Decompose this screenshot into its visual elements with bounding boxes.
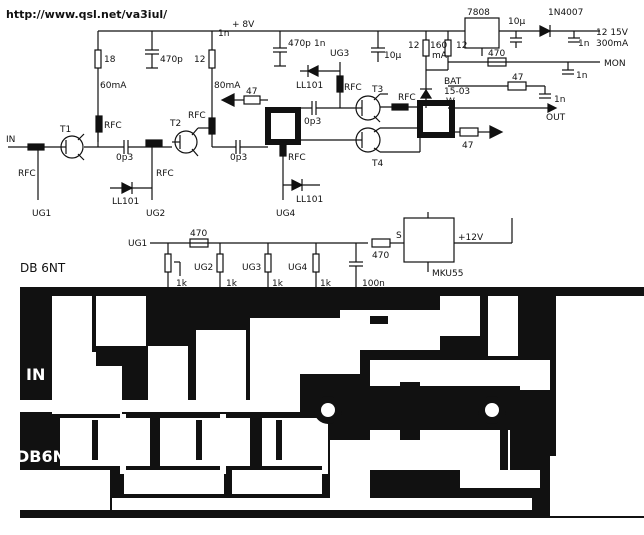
bias-label-pot3: 1k (272, 279, 284, 289)
label-supply-top: + 8V (232, 20, 255, 30)
label-t1: T1 (59, 125, 71, 135)
label-ll101-b: LL101 (296, 81, 323, 91)
url-text: http://www.qsl.net/va3iul/ (6, 8, 168, 21)
label-r47-a: 47 (246, 87, 257, 97)
label-r12-a: 12 (194, 55, 205, 65)
label-rfc4: RFC (188, 111, 206, 121)
bias-label-ug3: UG3 (242, 263, 261, 273)
label-cap-10u-a: 10µ (508, 17, 525, 27)
label-ug3: UG3 (330, 49, 349, 59)
label-cap-0p3-a: 0p3 (116, 153, 133, 163)
label-cap-10u-b: 10µ (384, 51, 401, 61)
label-cap-470p-a: 470p (160, 55, 183, 65)
label-7808: 7808 (467, 8, 490, 18)
label-t2: T2 (169, 119, 181, 129)
label-bat: BAT (444, 77, 462, 87)
label-cap-1n-c: 1n (314, 39, 325, 49)
label-cap-1n-e: 1n (554, 95, 565, 105)
label-1n4007: 1N4007 (548, 8, 583, 18)
label-t4: T4 (371, 159, 383, 169)
label-rfc7: RFC (398, 93, 416, 103)
bias-label-r470-b: 470 (372, 251, 389, 261)
bias-label-ug1: UG1 (128, 239, 147, 249)
bias-labels: UG1 470 470 UG2 UG3 UG4 1k 1k 1k 1k 100n… (128, 229, 484, 289)
label-r18: 18 (104, 55, 116, 65)
bias-label-pot2: 1k (226, 279, 238, 289)
label-r160: 160 (430, 41, 447, 51)
label-i60: 60mA (100, 81, 127, 91)
label-bat-type: 15-03 (444, 87, 470, 97)
label-ll101-c: LL101 (296, 195, 323, 205)
label-r12-b: 12 (408, 41, 419, 51)
label-cap-470p-b: 470p (288, 39, 311, 49)
label-rfc2: RFC (104, 121, 122, 131)
label-r12-c: 12 (456, 41, 467, 51)
label-supply-in: 12 15V (596, 28, 629, 38)
label-rfc1: RFC (18, 169, 36, 179)
label-rfc6: RFC (344, 83, 362, 93)
label-t3: T3 (371, 85, 383, 95)
label-supply-current: 300mA (596, 39, 629, 49)
pcb-label-in: IN (26, 365, 45, 384)
label-r47-b: 47 (512, 73, 523, 83)
label-in: IN (6, 135, 15, 145)
pcb-label-board: DB6NT (16, 447, 77, 466)
bias-label-ug2: UG2 (194, 263, 213, 273)
pcb-gaps (0, 287, 644, 535)
schematic-wires (8, 17, 600, 289)
bias-label-ug4: UG4 (288, 263, 308, 273)
label-r47-c: 47 (462, 141, 473, 151)
bias-label-s: S (396, 231, 402, 241)
label-cap-1n-d: 1n (576, 71, 587, 81)
label-ug2: UG2 (146, 209, 165, 219)
bias-label-pot1: 1k (176, 279, 188, 289)
label-ug4: UG4 (276, 209, 296, 219)
bias-label-module: MKU55 (432, 269, 463, 279)
label-r470: 470 (488, 49, 505, 59)
bias-label-r470-a: 470 (190, 229, 207, 239)
bias-label-pot4: 1k (320, 279, 332, 289)
pcb-rings (321, 403, 499, 417)
label-out: OUT (546, 113, 566, 123)
label-cap-1n-a: 1n (578, 39, 589, 49)
label-cap-0p3-b: 0p3 (230, 153, 247, 163)
schematic-labels: + 8V 7808 1N4007 12 15V 300mA 10µ 10µ 1n… (6, 8, 629, 219)
bias-label-cap: 100n (362, 279, 385, 289)
label-mon: MON (604, 59, 626, 69)
label-cap-0p3-c: 0p3 (304, 117, 321, 127)
label-i160: mA (432, 51, 448, 61)
title-small: DB 6NT (20, 261, 66, 275)
label-ll101-a: LL101 (112, 197, 139, 207)
label-rfc5: RFC (288, 153, 306, 163)
label-i80: 80mA (214, 81, 241, 91)
bias-label-plus12: +12V (458, 233, 484, 243)
label-ug1: UG1 (32, 209, 51, 219)
label-cap-1n-b: 1n (218, 29, 229, 39)
label-rfc3: RFC (156, 169, 174, 179)
label-bat-w: W (446, 97, 455, 107)
